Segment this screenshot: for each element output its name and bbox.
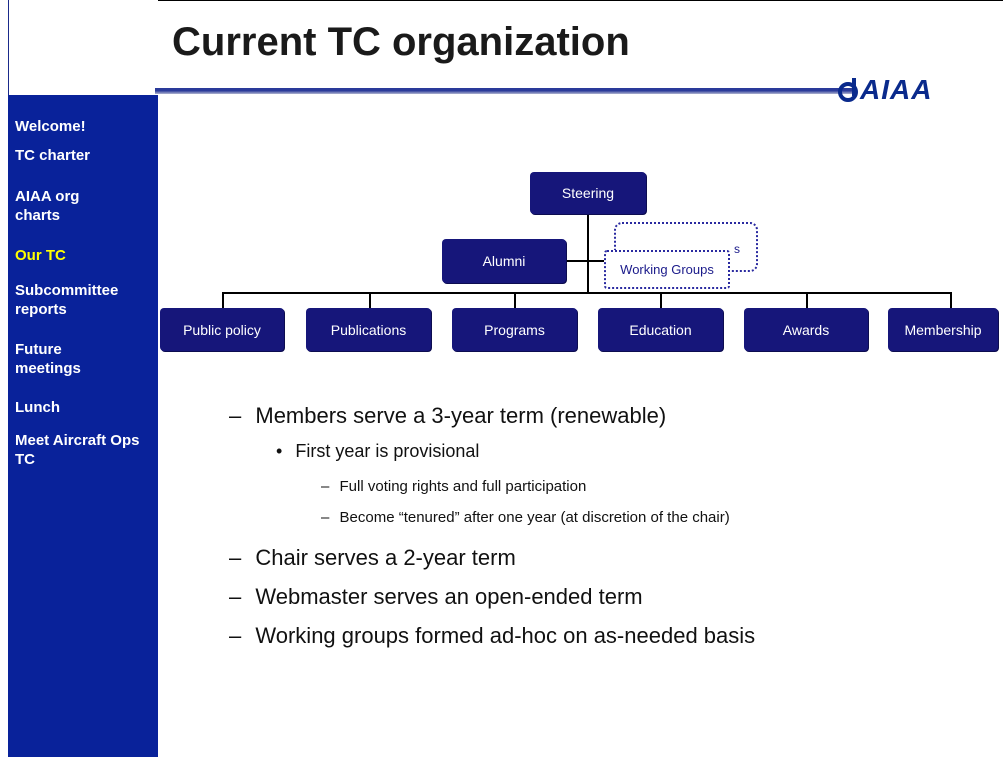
sidebar-item-meet-aircraft-ops-tc[interactable]: Meet Aircraft Ops TC [15,432,140,468]
bullet-marker: – [229,545,242,570]
bullet-marker: – [229,584,242,609]
org-box-steering: Steering [530,172,646,214]
org-box-publications: Publications [306,308,431,351]
bullet-voting-rights: – Full voting rights and full participat… [321,478,586,495]
connector-drop-3 [514,292,516,308]
aiaa-logo-text: AIAA [860,74,933,104]
org-box-awards: Awards [744,308,868,351]
connector-drop-1 [222,292,224,308]
slide-left-border [8,0,9,95]
title-underline [155,88,855,94]
sidebar-item-welcome[interactable]: Welcome! [15,118,86,135]
connector-drop-2 [369,292,371,308]
working-groups-overflow-text: s [734,242,740,256]
org-box-alumni: Alumni [442,239,566,283]
bullet-marker: – [321,509,330,526]
connector-drop-4 [660,292,662,308]
sidebar-item-tc-charter[interactable]: TC charter [15,147,91,164]
sidebar-item-our-tc[interactable]: Our TC [15,247,66,264]
bullet-working-groups: – Working groups formed ad-hoc on as-nee… [229,623,755,649]
bullet-first-year: • First year is provisional [276,441,479,462]
sidebar-item-future-meetings[interactable]: Future meetings [15,341,81,377]
connector-drop-5 [806,292,808,308]
sidebar-item-lunch[interactable]: Lunch [15,399,60,416]
aiaa-logo: AIAA [838,74,1003,104]
connector-drop-6 [950,292,952,308]
sidebar-item-aiaa-org-charts[interactable]: AIAA org charts [15,188,80,224]
bullet-text: Webmaster serves an open-ended term [255,584,643,609]
page-title: Current TC organization [172,20,630,64]
bullet-text: Become “tenured” after one year (at disc… [339,509,730,526]
org-box-working-groups: Working Groups [604,250,730,289]
bullet-marker: – [229,403,242,428]
sidebar [8,0,158,757]
bullet-webmaster-term: – Webmaster serves an open-ended term [229,584,643,610]
bullet-chair-term: – Chair serves a 2-year term [229,545,516,571]
connector-trunk [587,214,589,294]
connector-side [566,260,604,262]
bullet-text: Full voting rights and full participatio… [339,478,587,495]
aiaa-logo-icon [838,78,858,102]
sidebar-item-subcommittee-reports[interactable]: Subcommittee reports [15,282,119,318]
bullet-marker: – [321,478,330,495]
sidebar-header-blank [8,0,158,95]
org-box-membership: Membership [888,308,998,351]
org-box-education: Education [598,308,723,351]
bullet-text: Working groups formed ad-hoc on as-neede… [255,623,756,648]
bullet-members-term: – Members serve a 3-year term (renewable… [229,403,666,429]
slide-top-border [8,0,1003,1]
org-box-programs: Programs [452,308,577,351]
bullet-text: Chair serves a 2-year term [255,545,516,570]
org-box-public-policy: Public policy [160,308,284,351]
bullet-marker: • [276,441,283,461]
bullet-text: First year is provisional [295,441,480,461]
bullet-marker: – [229,623,242,648]
bullet-text: Members serve a 3-year term (renewable) [255,403,667,428]
bullet-tenured: – Become “tenured” after one year (at di… [321,509,730,526]
connector-bus [222,292,952,294]
